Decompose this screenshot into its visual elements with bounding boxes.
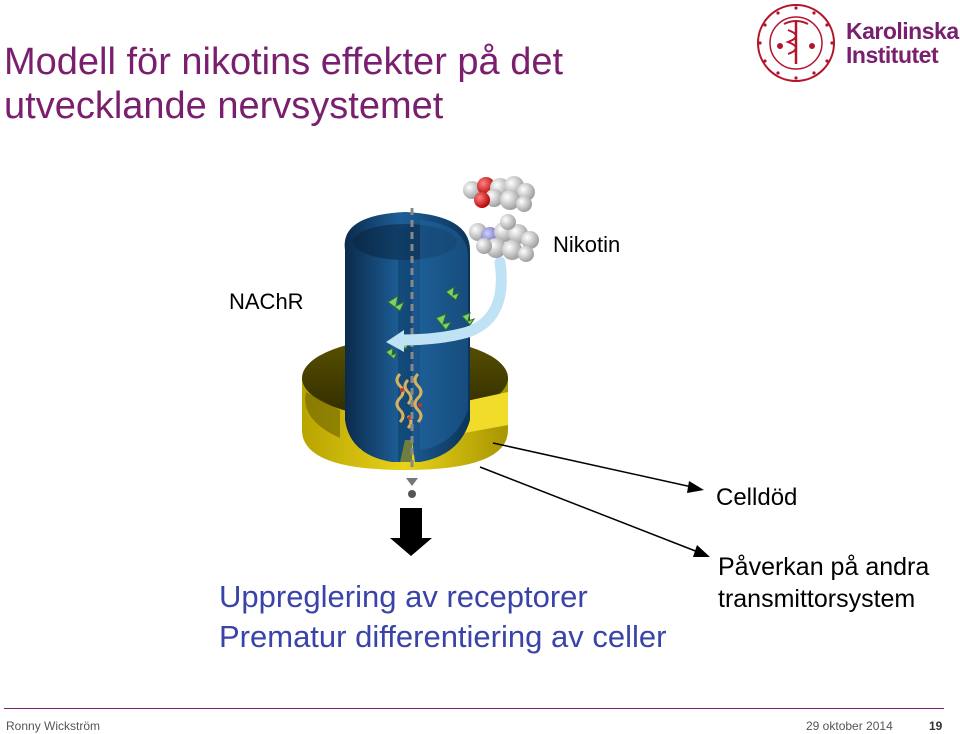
label-uppreglering: Uppreglering av receptorer Prematur diff… (219, 577, 666, 657)
pointer-line-celldod (492, 442, 693, 488)
slide-title: Modell för nikotins effekter på det utve… (4, 40, 704, 128)
karolinska-seal-icon (757, 4, 835, 82)
nicotine-molecule-top-icon (463, 176, 535, 212)
label-paverkan-line-2: transmittorsystem (718, 585, 916, 613)
label-celldod: Celldöd (716, 484, 798, 511)
footer-page-number: 19 (929, 719, 943, 733)
title-line-1: Modell för nikotins effekter på det (4, 41, 564, 83)
down-arrow-icon (390, 508, 432, 556)
ion-icon (408, 490, 416, 498)
label-uppreglering-line-2: Prematur differentiering av celler (219, 619, 667, 654)
logo-line-1: Karolinska (846, 18, 959, 44)
pointer-arrowhead-celldod-icon (687, 481, 704, 493)
label-nachr: NAChR (229, 289, 304, 314)
label-paverkan-line-1: Påverkan på andra (718, 553, 930, 581)
label-uppreglering-line-1: Uppreglering av receptorer (219, 579, 588, 614)
footer-divider (4, 708, 944, 709)
pointer-arrowhead-paverkan-icon (693, 545, 710, 557)
karolinska-logo: Karolinska Institutet (754, 2, 959, 84)
binding-arrow (394, 256, 507, 346)
logo-line-2: Institutet (846, 42, 939, 68)
binding-arrowhead-icon (386, 330, 404, 352)
label-paverkan: Påverkan på andra transmittorsystem (718, 551, 929, 615)
pointer-line-paverkan (479, 466, 699, 553)
footer-author: Ronny Wickström (6, 719, 101, 733)
nicotine-molecule-bottom-icon (469, 214, 539, 262)
footer-date: 29 oktober 2014 (806, 719, 893, 733)
title-line-2: utvecklande nervsystemet (4, 85, 444, 127)
ion-pathway-arrowhead (406, 478, 418, 486)
logo-wordmark: Karolinska Institutet (846, 19, 959, 67)
label-nikotin: Nikotin (553, 232, 621, 257)
